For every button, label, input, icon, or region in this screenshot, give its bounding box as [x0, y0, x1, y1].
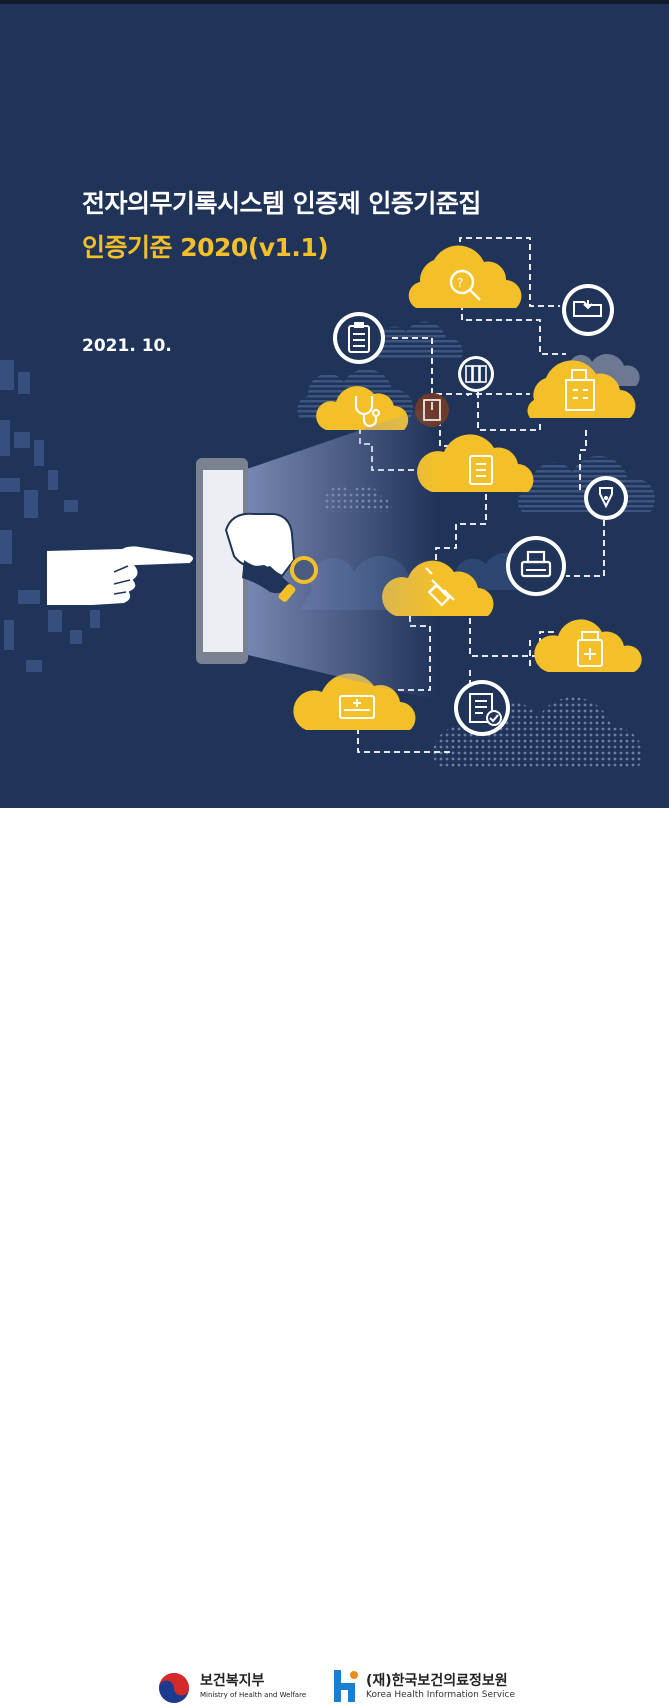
svg-text:?: ? [457, 276, 463, 290]
hospital-icon [565, 369, 595, 411]
mohw-name-ko: 보건복지부 [200, 1673, 265, 1689]
cover-background: ? [0, 0, 669, 808]
printer-icon [506, 536, 566, 596]
tablet-icon [196, 458, 248, 664]
pen-nib-icon [584, 476, 628, 520]
khis-name-en: Korea Health Information Service [366, 1690, 516, 1700]
document-check-icon [454, 680, 510, 736]
binders-icon [458, 356, 494, 392]
magnifier-icon [224, 512, 318, 602]
document-title: 전자의무기록시스템 인증제 인증기준집 [82, 189, 481, 218]
cover-illustration: ? [0, 237, 656, 768]
folder-download-icon [562, 284, 614, 336]
mohw-name-en: Ministry of Health and Welfare [200, 1691, 307, 1699]
pixel-squares [0, 360, 100, 672]
cloud-search [408, 245, 522, 308]
mohw-logo-icon [159, 1673, 189, 1703]
medicine-bottle-icon [577, 631, 603, 667]
light-beam [244, 404, 436, 700]
footer: 보건복지부 Ministry of Health and Welfare (재)… [0, 808, 669, 1703]
cloud-checklist [417, 434, 534, 492]
cloud-medicine [534, 619, 642, 672]
search-icon: ? [449, 269, 481, 301]
stethoscope-icon [354, 396, 381, 428]
khis-logo-icon [334, 1670, 358, 1702]
clipboard-icon [333, 312, 385, 364]
top-border [0, 0, 669, 4]
publication-date: 2021. 10. [82, 336, 172, 356]
document-subtitle: 인증기준 2020(v1.1) [82, 233, 329, 262]
checklist-icon [469, 455, 493, 485]
cloud-hospital [527, 360, 636, 418]
pointing-hand-icon [45, 544, 195, 607]
ambulance-icon [339, 695, 375, 719]
khis-name-ko: (재)한국보건의료정보원 [366, 1673, 508, 1689]
cloud-stethoscope [316, 386, 409, 430]
